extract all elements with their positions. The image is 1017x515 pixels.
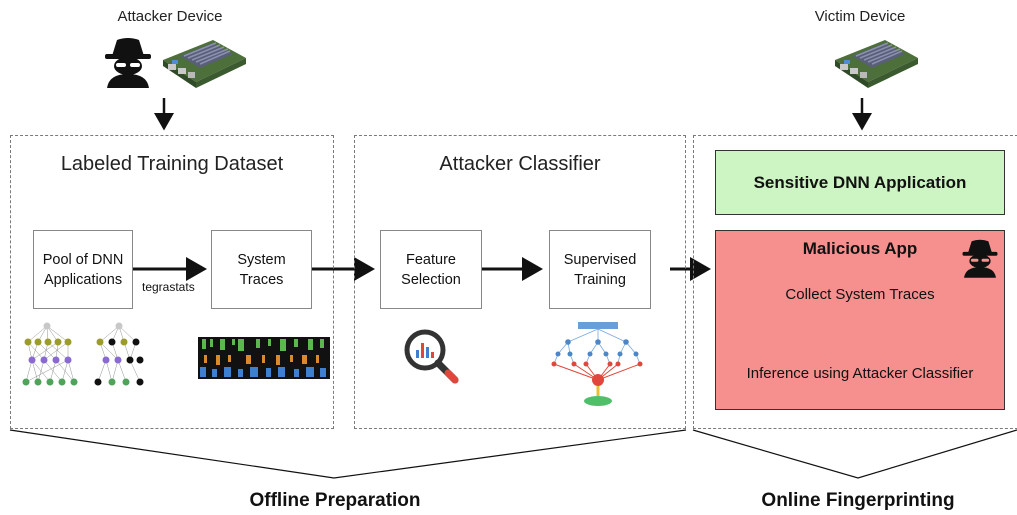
offline-brace xyxy=(9,429,687,479)
panel-title: Labeled Training Dataset xyxy=(60,153,284,175)
box-line: System xyxy=(237,251,286,268)
jetson-board-icon xyxy=(163,40,246,88)
box-line: Selection xyxy=(401,271,461,288)
attacker-device-label: Attacker Device xyxy=(117,8,223,25)
online-panel xyxy=(693,135,1017,429)
neural-network-icon xyxy=(22,322,144,386)
sensitive-dnn-app-box: Sensitive DNN Application xyxy=(715,150,1005,215)
training-dataset-panel: Labeled Training Dataset xyxy=(10,135,334,429)
magnifier-chart-icon xyxy=(404,329,459,384)
box-line: Training xyxy=(574,271,626,288)
victim-device-label: Victim Device xyxy=(814,8,906,25)
box-line: Feature xyxy=(406,251,456,268)
malicious-app-box: Malicious App Collect System Traces Infe… xyxy=(715,230,1005,410)
pool-of-dnn-box: Pool of DNN Applications xyxy=(33,230,133,309)
collect-traces-step: Collect System Traces xyxy=(785,286,935,303)
box-line: Pool of DNN xyxy=(42,251,124,268)
tegrastats-label: tegrastats xyxy=(142,280,195,294)
online-brace xyxy=(692,429,1017,479)
box-line: Applications xyxy=(43,271,123,288)
jetson-board-icon xyxy=(835,40,918,88)
spy-icon xyxy=(962,239,998,278)
box-line: Traces xyxy=(239,271,284,288)
inference-step: Inference using Attacker Classifier xyxy=(746,365,974,382)
attacker-classifier-panel: Attacker Classifier xyxy=(354,135,686,429)
system-trace-heatmap-icon xyxy=(198,337,330,379)
decision-tree-icon xyxy=(551,322,643,406)
malicious-app-title: Malicious App xyxy=(802,239,918,258)
offline-preparation-label: Offline Preparation xyxy=(249,490,421,511)
online-fingerprinting-label: Online Fingerprinting xyxy=(761,490,955,511)
spy-icon xyxy=(105,38,151,88)
panel-title: Attacker Classifier xyxy=(439,153,601,175)
sensitive-dnn-app-label: Sensitive DNN Application xyxy=(753,172,967,192)
box-line: Supervised xyxy=(563,251,637,268)
